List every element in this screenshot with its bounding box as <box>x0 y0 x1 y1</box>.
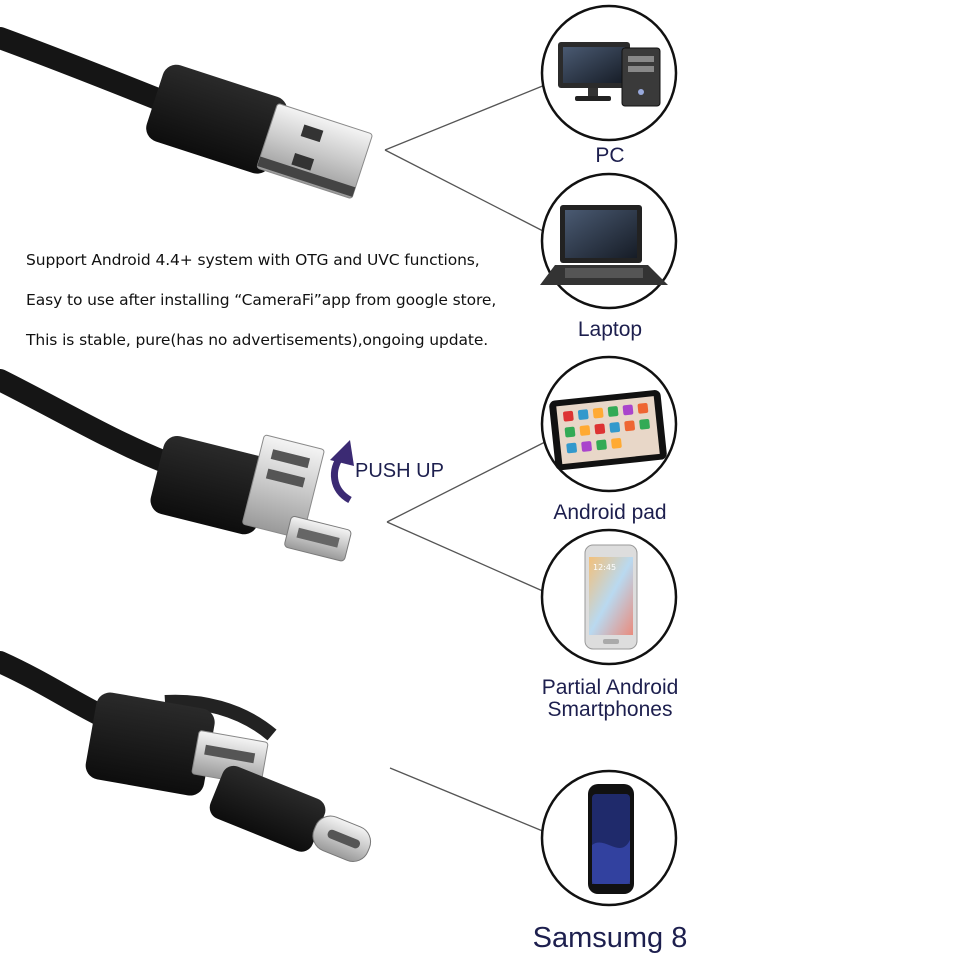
samsung-device <box>540 769 678 907</box>
svg-text:12:45: 12:45 <box>593 563 616 572</box>
pc-device <box>540 4 678 142</box>
samsung-phone-icon <box>588 784 634 894</box>
android-pad-device <box>540 355 678 493</box>
partial-android-label-line-1: Partial Android <box>541 676 679 699</box>
pc-label: PC <box>595 144 625 167</box>
laptop-icon <box>540 205 668 285</box>
desktop-computer-icon <box>558 42 661 107</box>
partial-android-label: Partial Android Smartphones <box>500 677 720 721</box>
description-line-1: Support Android 4.4+ system with OTG and… <box>26 251 480 269</box>
tablet-icon <box>549 390 667 471</box>
push-up-label: PUSH UP <box>355 460 444 482</box>
laptop-device <box>540 172 678 310</box>
micro-usb-cable-icon <box>0 369 354 562</box>
type-c-adapter-cable-icon <box>0 651 372 862</box>
smartphone-icon: 12:45 <box>584 544 638 650</box>
partial-android-device: 12:45 <box>540 528 678 666</box>
samsung-label: Samsumg 8 <box>532 922 688 954</box>
partial-android-label-line-2: Smartphones <box>547 698 673 721</box>
description-line-3: This is stable, pure(has no advertisemen… <box>26 331 489 349</box>
android-pad-label: Android pad <box>553 501 667 524</box>
connector-lines <box>384 84 546 833</box>
laptop-label: Laptop <box>577 318 643 341</box>
usb-a-cable-icon <box>0 27 373 199</box>
description-line-2: Easy to use after installing “CameraFi”a… <box>26 291 497 309</box>
